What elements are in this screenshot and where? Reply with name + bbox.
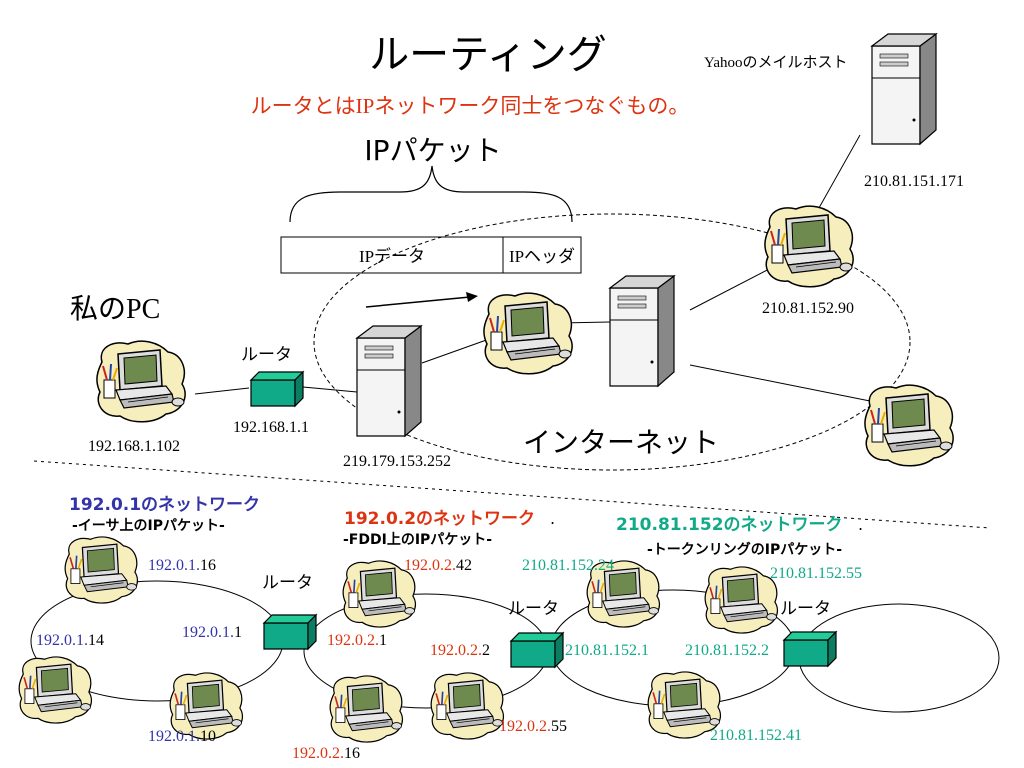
host-192-0-1-16-address: 192.0.1.16	[148, 557, 216, 574]
mail-host-server-icon	[871, 33, 937, 145]
router-1-right-address: 192.0.2.1	[327, 632, 387, 649]
gateway-ip: 210.81.152.90	[762, 300, 854, 317]
host-192-0-2-55-pc-icon	[430, 672, 505, 740]
home-router-label: ルータ	[241, 345, 292, 365]
mail-host-label: Yahooのメイルホスト	[704, 55, 848, 71]
host-210-81-152-41-address: 210.81.152.41	[710, 727, 802, 744]
network-3-name: 210.81.152のネットワーク	[616, 515, 843, 535]
my-pc-ip: 192.168.1.102	[88, 438, 180, 455]
network-3-name-suffix: .	[858, 515, 863, 534]
network-2-type: -FDDI上のIPパケット-	[343, 532, 492, 548]
isp-server-ip: 219.179.153.252	[343, 453, 451, 470]
router-1-icon	[263, 614, 317, 650]
isp-server-icon	[356, 325, 422, 437]
remote-pc-icon	[863, 384, 955, 467]
internet-label: インターネット	[523, 426, 719, 459]
host-192-0-2-55-address: 192.0.2.55	[499, 718, 567, 735]
mail-host-ip: 210.81.151.171	[864, 173, 964, 190]
network-1-name: 192.0.1のネットワーク	[69, 495, 260, 515]
internet-server-icon	[609, 275, 675, 387]
host-192-0-1-14-pc-icon	[18, 656, 93, 724]
router-2-left-address: 192.0.2.2	[430, 642, 490, 659]
ip-packet-box	[280, 236, 582, 274]
slide-title: ルーティング	[369, 32, 607, 78]
router-1-label: ルータ	[262, 573, 313, 593]
host-192-0-2-42-address: 192.0.2.42	[404, 557, 472, 574]
home-router-ip: 192.168.1.1	[233, 419, 309, 436]
network-3-type: -トークンリングのIPパケット-	[647, 541, 842, 558]
my-pc-icon	[95, 340, 187, 423]
ip-packet-label: IPパケット	[364, 134, 501, 167]
internet-cloud	[313, 213, 911, 471]
router-2-label: ルータ	[508, 599, 559, 619]
slide-subtitle: ルータとはIPネットワーク同士をつなぐもの。	[251, 94, 690, 118]
router-3-left-address: 210.81.152.2	[685, 642, 769, 659]
router-1-left-address: 192.0.1.1	[182, 624, 242, 641]
host-192-0-1-10-address: 192.0.1.10	[148, 728, 216, 745]
network-1-type: -イーサ上のIPパケット-	[72, 518, 225, 534]
ip-packet-brace	[289, 165, 573, 223]
router-2-right-address: 210.81.152.1	[565, 642, 649, 659]
internet-node-pc-icon	[482, 292, 574, 375]
section-divider	[33, 460, 991, 529]
host-210-81-152-55-address: 210.81.152.55	[770, 565, 862, 582]
ip-header-label: IPヘッダ	[509, 247, 575, 266]
router-3-icon	[783, 631, 837, 667]
host-210-81-152-24-address: 210.81.152.24	[522, 557, 614, 574]
host-210-81-152-55-pc-icon	[704, 566, 779, 634]
home-router-icon	[250, 371, 304, 407]
host-192-0-2-16-pc-icon	[329, 675, 404, 743]
router-3-label: ルータ	[780, 599, 831, 619]
network-2-name: 192.0.2のネットワーク	[344, 509, 535, 529]
host-192-0-1-16-pc-icon	[64, 536, 139, 604]
router-2-icon	[510, 632, 564, 668]
gateway-pc-icon	[763, 205, 855, 288]
my-pc-label: 私のPC	[70, 294, 160, 325]
packet-direction-arrow	[365, 296, 471, 308]
host-192-0-2-16-address: 192.0.2.16	[292, 745, 360, 762]
network-2-name-suffix: .	[550, 509, 555, 528]
host-192-0-1-14-address: 192.0.1.14	[36, 632, 104, 649]
ip-data-label: IPデータ	[359, 246, 425, 266]
